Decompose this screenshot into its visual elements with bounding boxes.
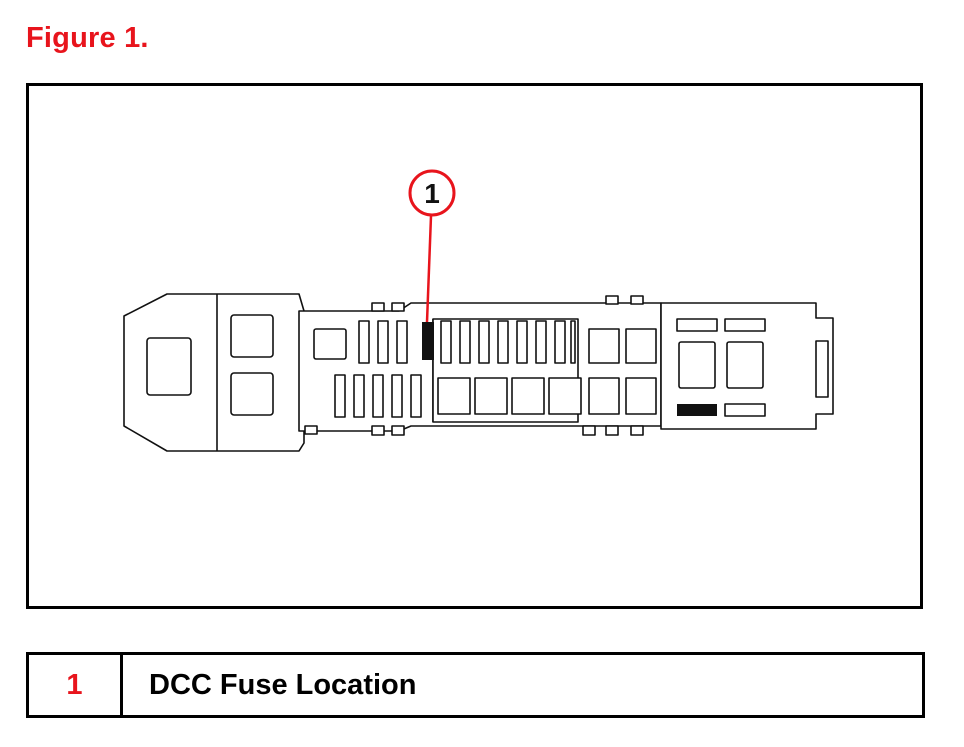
maxi-fuse bbox=[588, 377, 620, 415]
mini-fuse bbox=[554, 320, 566, 364]
mini-fuse bbox=[459, 320, 471, 364]
legend-table: 1 DCC Fuse Location bbox=[26, 652, 925, 718]
mini-fuse bbox=[516, 320, 528, 364]
maxi-fuse bbox=[437, 377, 471, 415]
relay-right bbox=[726, 341, 764, 389]
mini-fuse bbox=[372, 374, 384, 418]
connector-strip bbox=[815, 340, 829, 398]
mini-fuse bbox=[410, 374, 422, 418]
connector-tooth bbox=[630, 425, 644, 436]
legend-row-description: DCC Fuse Location bbox=[149, 668, 417, 701]
fuse-box-diagram: 1 bbox=[123, 169, 834, 452]
mini-fuse bbox=[440, 320, 452, 364]
maxi-fuse bbox=[548, 377, 582, 415]
connector-tooth bbox=[582, 425, 596, 436]
maxi-fuse bbox=[625, 328, 657, 364]
mini-fuse bbox=[377, 320, 389, 364]
connector-tooth bbox=[605, 425, 619, 436]
fuse-highlighted-dcc bbox=[422, 322, 434, 360]
relay-slot bbox=[724, 403, 766, 417]
connector-tooth bbox=[605, 295, 619, 305]
relay-slot bbox=[676, 318, 718, 332]
mini-fuse bbox=[570, 320, 576, 364]
callout-number: 1 bbox=[424, 178, 440, 209]
relay-slot bbox=[724, 318, 766, 332]
mini-fuse bbox=[353, 374, 365, 418]
connector-tooth bbox=[304, 425, 318, 435]
connector-tooth bbox=[391, 425, 405, 436]
relay-small bbox=[313, 328, 347, 360]
mini-fuse bbox=[396, 320, 408, 364]
connector-tooth bbox=[371, 425, 385, 436]
mini-fuse bbox=[391, 374, 403, 418]
legend-row-number: 1 bbox=[29, 655, 123, 715]
mini-fuse bbox=[497, 320, 509, 364]
figure-title: Figure 1. bbox=[26, 22, 149, 54]
connector-tooth bbox=[391, 302, 405, 312]
diagram-frame: 1 bbox=[26, 83, 923, 609]
callout-1: 1 bbox=[408, 169, 456, 323]
mini-fuse bbox=[535, 320, 547, 364]
maxi-fuse bbox=[511, 377, 545, 415]
connector-tooth bbox=[630, 295, 644, 305]
relay-slot-filled bbox=[677, 404, 717, 416]
maxi-fuse bbox=[474, 377, 508, 415]
relay-left-lower bbox=[230, 372, 274, 416]
maxi-fuse bbox=[588, 328, 620, 364]
maxi-fuse bbox=[625, 377, 657, 415]
mini-fuse bbox=[334, 374, 346, 418]
relay-right bbox=[678, 341, 716, 389]
relay-left-large bbox=[146, 337, 192, 396]
relay-left-upper bbox=[230, 314, 274, 358]
mini-fuse bbox=[358, 320, 370, 364]
connector-tooth bbox=[371, 302, 385, 312]
mini-fuse bbox=[478, 320, 490, 364]
